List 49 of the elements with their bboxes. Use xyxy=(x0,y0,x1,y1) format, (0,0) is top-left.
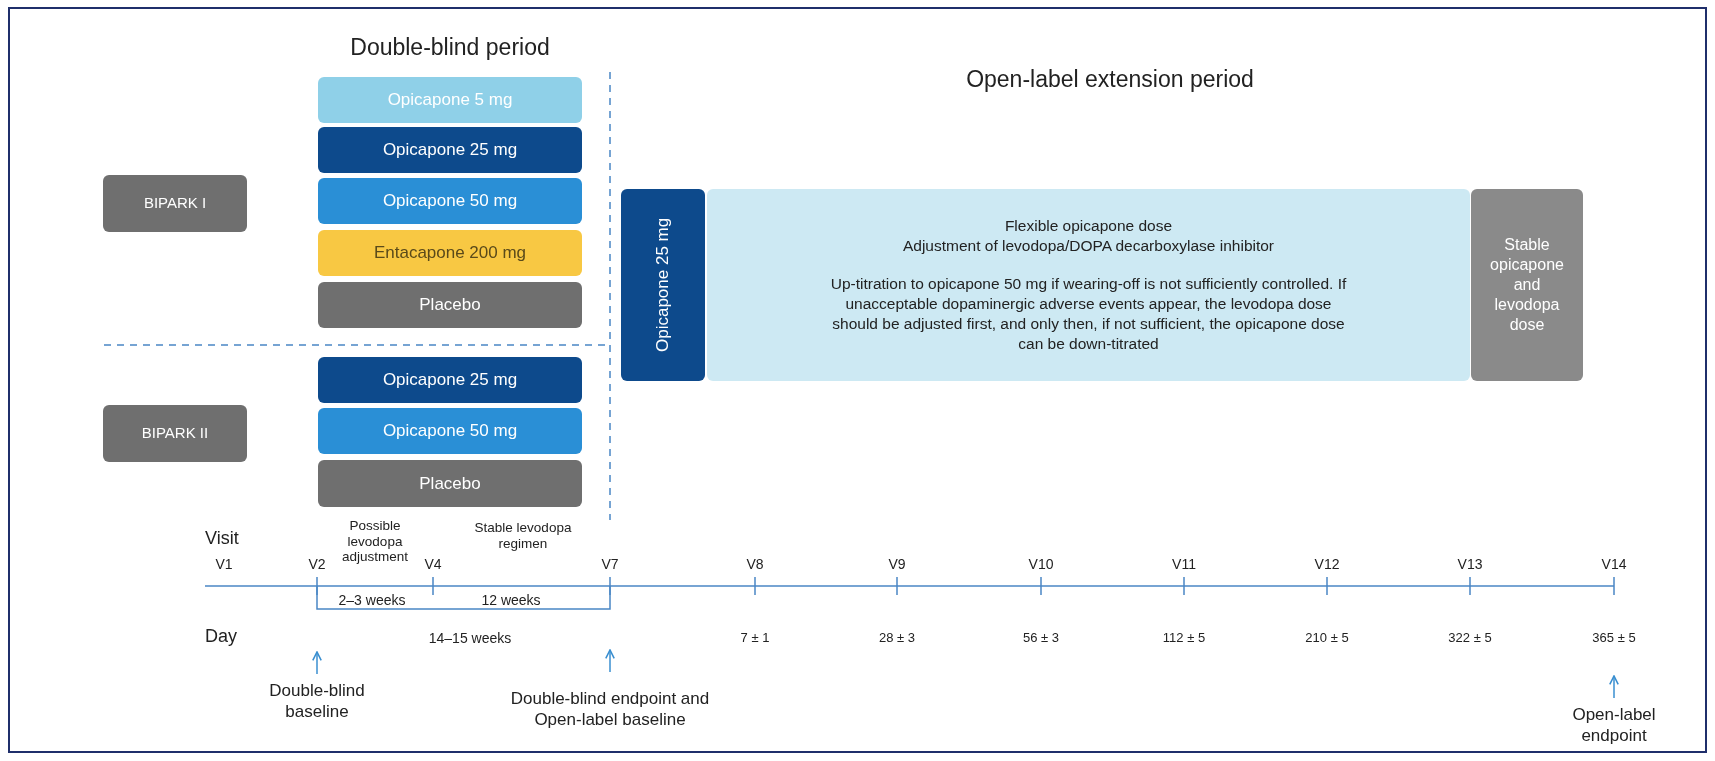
phase-label: Possible levodopa adjustment xyxy=(340,518,409,565)
duration-label: 12 weeks xyxy=(481,592,541,608)
day-label: 7 ± 1 xyxy=(740,630,770,645)
trial-label-box: BIPARK I xyxy=(103,175,247,232)
description-text: Up-titration to opicapone 50 mg if wearing-off is not sufficiently controlled. If unacceptable dopaminergic adverse events appear, the levodopa dose should be adjusted first, and only then, if not sufficient, the opicapone dose can be down-titrated xyxy=(829,273,1348,355)
annotation-text: Double-blind endpoint and Open-label baseline xyxy=(500,674,720,744)
trial-label-box: BIPARK II xyxy=(103,405,247,462)
description-text: Adjustment of levodopa/DOPA decarboxylase inhibitor xyxy=(902,235,1275,256)
phase-label: Stable levodopa regimen xyxy=(473,520,573,552)
treatment-box: Entacapone 200 mg xyxy=(318,230,582,276)
axis-title: Visit xyxy=(205,528,239,549)
duration-label: 14–15 weeks xyxy=(428,630,512,646)
annotation-text: Open-label endpoint xyxy=(1554,700,1674,750)
day-label: 28 ± 3 xyxy=(878,630,916,645)
visit-label: V7 xyxy=(601,556,619,572)
treatment-box: Opicapone 50 mg xyxy=(318,408,582,454)
visit-label: V12 xyxy=(1314,556,1340,572)
day-label: 365 ± 5 xyxy=(1592,630,1636,645)
visit-label: V13 xyxy=(1457,556,1483,572)
axis-title: Day xyxy=(205,626,237,647)
visit-label: V10 xyxy=(1028,556,1054,572)
visit-label: V9 xyxy=(888,556,906,572)
period-heading: Double-blind period xyxy=(350,34,550,61)
arrow xyxy=(312,651,322,675)
visit-label: V2 xyxy=(308,556,326,572)
visit-label: V1 xyxy=(215,556,233,572)
day-label: 322 ± 5 xyxy=(1448,630,1492,645)
arrow xyxy=(1609,675,1619,699)
treatment-box: Opicapone 5 mg xyxy=(318,77,582,123)
treatment-box: Opicapone 50 mg xyxy=(318,178,582,224)
treatment-box: Placebo xyxy=(318,460,582,507)
day-label: 112 ± 5 xyxy=(1162,630,1206,645)
description-text: Flexible opicapone dose xyxy=(1004,215,1173,236)
day-label: 56 ± 3 xyxy=(1022,630,1060,645)
arrow xyxy=(605,649,615,673)
visit-label: V4 xyxy=(424,556,442,572)
treatment-box: Stable opicapone and levodopa dose xyxy=(1471,189,1583,381)
treatment-box: Opicapone 25 mg xyxy=(621,189,705,381)
period-heading: Open-label extension period xyxy=(966,66,1254,93)
visit-label: V14 xyxy=(1601,556,1627,572)
annotation-text: Double-blind baseline xyxy=(247,676,387,726)
visit-label: V11 xyxy=(1172,556,1196,572)
treatment-box: Opicapone 25 mg xyxy=(318,127,582,173)
day-label: 210 ± 5 xyxy=(1305,630,1349,645)
info-panel xyxy=(707,189,1470,381)
visit-label: V8 xyxy=(746,556,764,572)
duration-label: 2–3 weeks xyxy=(338,592,406,608)
treatment-box: Opicapone 25 mg xyxy=(318,357,582,403)
treatment-box: Placebo xyxy=(318,282,582,328)
